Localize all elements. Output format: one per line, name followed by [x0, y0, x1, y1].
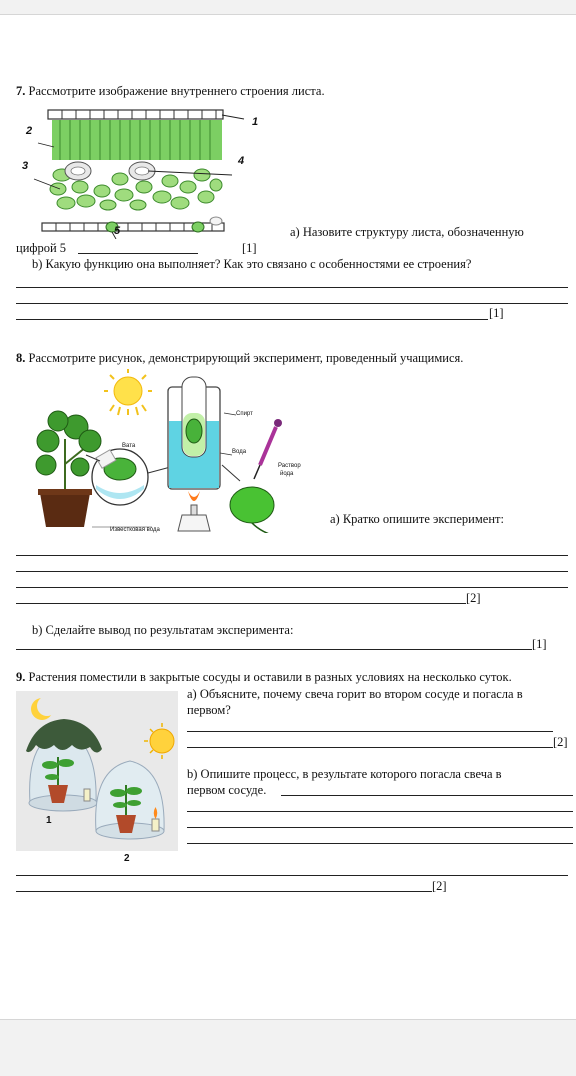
- leaf-label-5: 5: [114, 225, 121, 237]
- q8-answer-line-a4[interactable]: [16, 603, 466, 604]
- fig-label-yoda: йода: [280, 471, 294, 477]
- leaf-structure-figure: [33, 109, 245, 239]
- leaf-label-2: 2: [26, 125, 33, 137]
- q8-heading: 8. Рассмотрите рисунок, демонстрирующий …: [16, 351, 464, 365]
- q9-part-b-text1: b) Опишите процесс, в результате которог…: [187, 767, 502, 781]
- q8-answer-line-a2[interactable]: [16, 571, 568, 572]
- q8-answer-line-a1[interactable]: [16, 555, 568, 556]
- q9-part-a-mark: [2]: [553, 735, 568, 749]
- q7-part-b-text: b) Какую функцию она выполняет? Как это …: [32, 257, 472, 271]
- q9-answer-line-b6[interactable]: [16, 891, 432, 892]
- q9-final-mark: [2]: [432, 879, 447, 893]
- q7-part-a-text2: цифрой 5: [16, 241, 67, 255]
- q9-answer-line-b4[interactable]: [187, 843, 573, 844]
- q7-answer-line-b1[interactable]: [16, 287, 568, 288]
- jar-label-2: 2: [124, 853, 130, 864]
- q9-answer-line-a2[interactable]: [187, 747, 553, 748]
- leaf-label-4: 4: [238, 155, 245, 167]
- jars-figure: [16, 691, 178, 851]
- q7-answer-line-a[interactable]: [78, 253, 198, 254]
- q9-part-a-text1: а) Объясните, почему свеча горит во втор…: [187, 687, 523, 701]
- fig-label-izv: Известковая вода: [110, 527, 160, 533]
- q8-part-a-mark: [2]: [466, 591, 481, 605]
- q9-answer-line-b1[interactable]: [281, 795, 573, 796]
- q7-part-b-mark: [1]: [489, 306, 504, 320]
- q9-answer-line-b2[interactable]: [187, 811, 573, 812]
- q9-answer-line-b5[interactable]: [16, 875, 568, 876]
- fig-label-vata: Вата: [122, 443, 136, 449]
- leaf-label-1: 1: [252, 116, 259, 128]
- fig-label-spirt: Спирт: [236, 411, 253, 417]
- q8-answer-line-b[interactable]: [16, 649, 532, 650]
- q8-part-a-text: а) Кратко опишите эксперимент:: [330, 512, 504, 526]
- q7-part-a-text: а) Назовите структуру листа, обозначенну…: [290, 225, 524, 239]
- q9-answer-line-b3[interactable]: [187, 827, 573, 828]
- q7-answer-line-b3[interactable]: [16, 319, 488, 320]
- fig-label-rastvor: Раствор: [278, 463, 301, 469]
- q9-part-a-text2: первом?: [187, 703, 231, 717]
- q7-heading: 7. Рассмотрите изображение внутреннего с…: [16, 84, 325, 98]
- worksheet-page: 7. Рассмотрите изображение внутреннего с…: [0, 14, 576, 1020]
- experiment-figure: [35, 369, 282, 533]
- q8-part-b-text: b) Сделайте вывод по результатам экспери…: [32, 623, 294, 637]
- jar-label-1: 1: [46, 815, 52, 826]
- q9-part-b-text2: первом сосуде.: [187, 783, 267, 797]
- fig-label-voda: Вода: [232, 449, 247, 455]
- q9-answer-line-a1[interactable]: [187, 731, 553, 732]
- q9-heading: 9. Растения поместили в закрытые сосуды …: [16, 670, 512, 684]
- q8-part-b-mark: [1]: [532, 637, 547, 651]
- leaf-label-3: 3: [22, 160, 29, 172]
- q7-answer-line-b2[interactable]: [16, 303, 568, 304]
- q8-answer-line-a3[interactable]: [16, 587, 568, 588]
- q7-part-a-mark: [1]: [242, 241, 257, 255]
